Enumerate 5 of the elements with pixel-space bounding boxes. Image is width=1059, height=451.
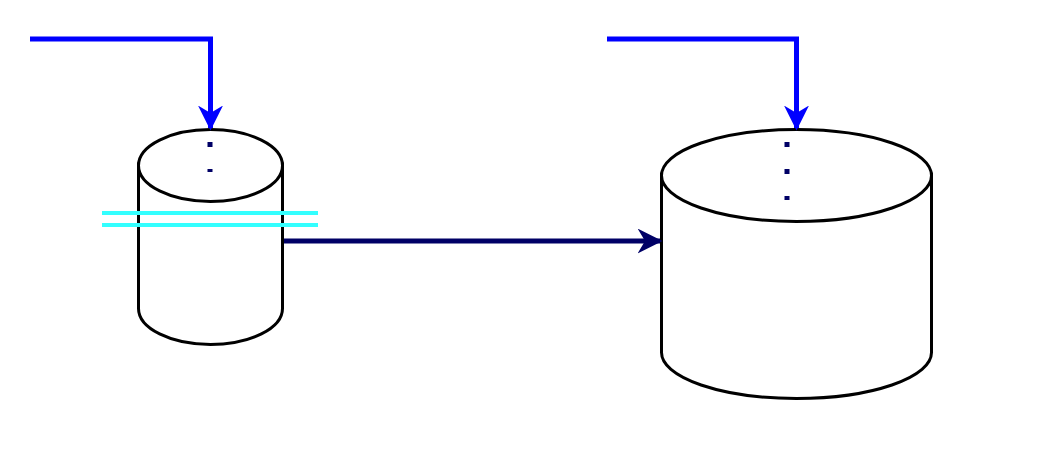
arrow xyxy=(607,36,809,131)
cylinder-shape xyxy=(660,128,933,400)
arrow xyxy=(284,228,663,254)
cylinder-shape xyxy=(137,128,284,346)
arrow xyxy=(30,36,223,131)
